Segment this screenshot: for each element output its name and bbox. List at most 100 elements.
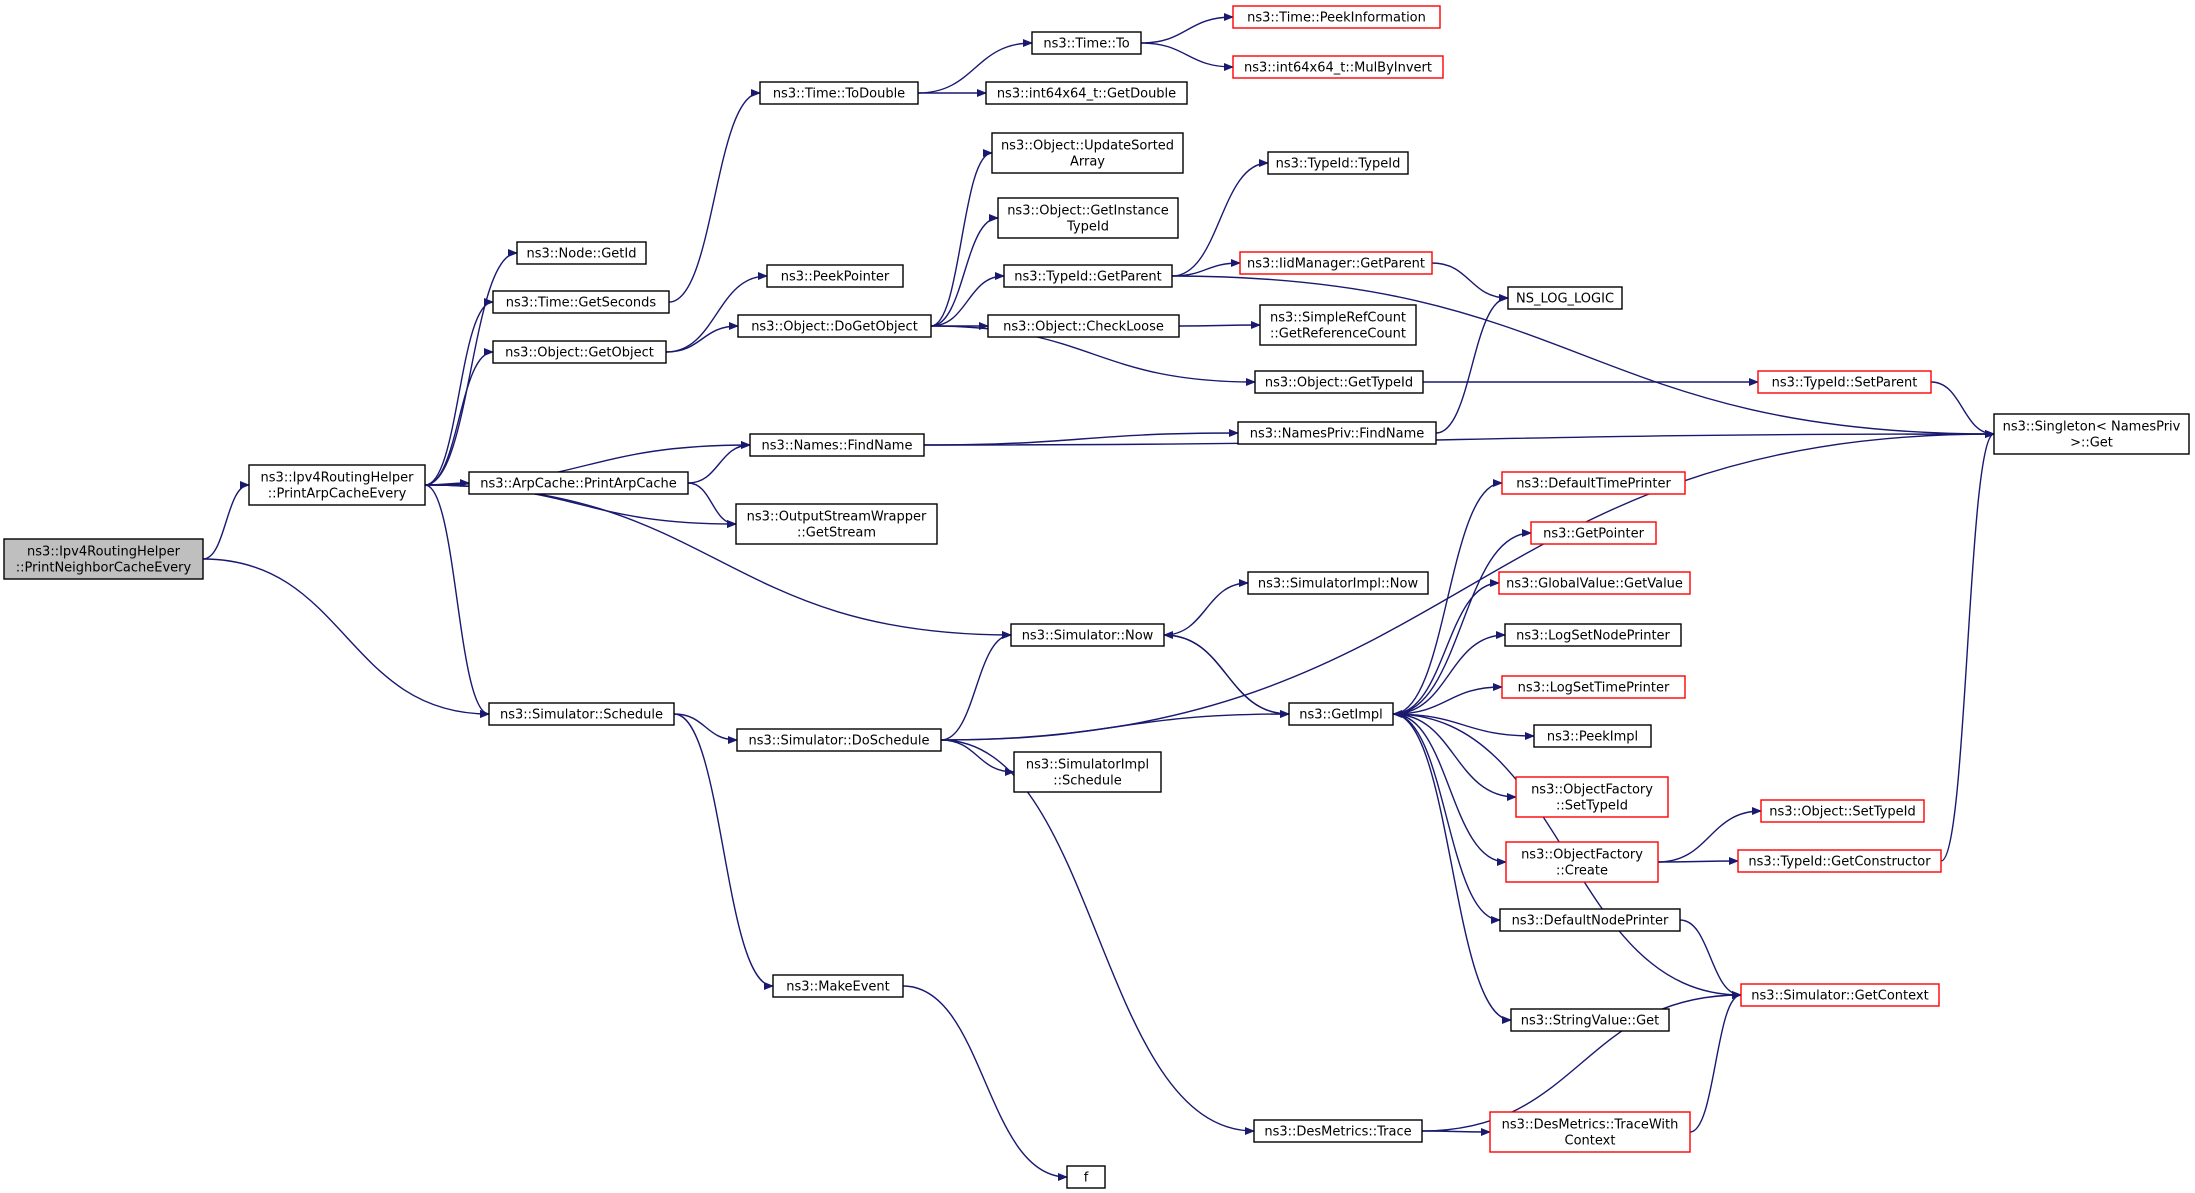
node-f[interactable]: f	[1066, 1165, 1106, 1189]
edge-line	[1435, 294, 1509, 434]
node-nslog[interactable]: NS_LOG_LOGIC	[1507, 286, 1623, 310]
node-ofcreate[interactable]: ns3::ObjectFactory::Create	[1505, 841, 1659, 883]
node-box	[248, 464, 426, 506]
node-simimplnow[interactable]: ns3::SimulatorImpl::Now	[1247, 571, 1429, 595]
node-box	[1993, 413, 2190, 455]
node-label: ns3::ObjectFactory	[1521, 848, 1643, 863]
node-doschedule[interactable]: ns3::Simulator::DoSchedule	[736, 728, 942, 752]
node-label: ns3::Time::PeekInformation	[1247, 11, 1426, 26]
node-layer: ns3::Ipv4RoutingHelper::PrintNeighborCac…	[3, 5, 2190, 1189]
node-box	[1239, 251, 1433, 275]
edge-tidparent-to-tidtid	[1171, 159, 1269, 277]
node-peekptr[interactable]: ns3::PeekPointer	[766, 264, 904, 288]
node-lognode[interactable]: ns3::LogSetNodePrinter	[1504, 623, 1682, 647]
edge-line	[917, 39, 1033, 94]
node-peekimpl[interactable]: ns3::PeekImpl	[1533, 724, 1652, 748]
edge-line	[902, 985, 1068, 1181]
node-box	[735, 503, 938, 545]
node-label: ns3::Simulator::DoSchedule	[748, 734, 929, 749]
edge-getimpl-to-defnode	[1392, 713, 1501, 924]
node-label: ns3::MakeEvent	[786, 980, 890, 995]
node-getpointer[interactable]: ns3::GetPointer	[1530, 521, 1657, 545]
node-dmtrace[interactable]: ns3::DesMetrics::Trace	[1253, 1119, 1423, 1143]
node-label: ns3::TypeId::TypeId	[1276, 157, 1401, 172]
node-todouble[interactable]: ns3::Time::ToDouble	[759, 81, 919, 105]
node-deftime[interactable]: ns3::DefaultTimePrinter	[1501, 471, 1686, 495]
node-defnode[interactable]: ns3::DefaultNodePrinter	[1499, 908, 1681, 932]
node-label: ns3::ObjectFactory	[1531, 783, 1653, 798]
node-box	[1232, 55, 1444, 79]
edge-line	[1392, 479, 1503, 715]
node-label: Array	[1070, 155, 1105, 170]
node-box	[772, 974, 904, 998]
edge-line	[1392, 631, 1506, 715]
node-box	[1031, 31, 1142, 55]
edge-line	[202, 558, 490, 718]
node-box	[749, 433, 925, 457]
node-label: ns3::Simulator::Schedule	[500, 708, 663, 723]
node-label: ns3::StringValue::Get	[1521, 1014, 1659, 1029]
edge-timeto-to-peekinfo	[1140, 13, 1234, 44]
node-gettypeid[interactable]: ns3::Object::GetTypeId	[1254, 370, 1424, 394]
node-getdouble[interactable]: ns3::int64x64_t::GetDouble	[985, 81, 1188, 105]
node-label: ns3::LogSetTimePrinter	[1518, 681, 1670, 696]
node-singleton[interactable]: ns3::Singleton< NamesPriv >::Get	[1993, 413, 2190, 455]
node-peekinfo[interactable]: ns3::Time::PeekInformation	[1232, 5, 1441, 29]
node-timeto[interactable]: ns3::Time::To	[1031, 31, 1142, 55]
node-dogetobj[interactable]: ns3::Object::DoGetObject	[737, 314, 932, 338]
node-osw[interactable]: ns3::OutputStreamWrapper::GetStream	[735, 503, 938, 545]
node-findname[interactable]: ns3::Names::FindName	[749, 433, 925, 457]
node-label: ns3::Simulator::GetContext	[1751, 989, 1928, 1004]
node-root[interactable]: ns3::Ipv4RoutingHelper::PrintNeighborCac…	[3, 538, 204, 580]
edge-line	[1163, 579, 1249, 636]
node-label: NS_LOG_LOGIC	[1516, 292, 1614, 307]
node-iidparent[interactable]: ns3::IidManager::GetParent	[1239, 251, 1433, 275]
edge-line	[673, 713, 774, 990]
edge-arp-to-osw	[687, 482, 737, 528]
edge-line	[665, 322, 739, 353]
node-label: ::SetTypeId	[1556, 799, 1628, 814]
edge-dogetobj-to-getinst	[930, 214, 999, 327]
node-tidtid[interactable]: ns3::TypeId::TypeId	[1267, 151, 1409, 175]
edge-line	[1392, 683, 1503, 715]
node-getsec[interactable]: ns3::Time::GetSeconds	[492, 290, 670, 314]
node-objsettid[interactable]: ns3::Object::SetTypeId	[1760, 799, 1925, 823]
edge-root-to-pace	[202, 481, 250, 560]
node-getid[interactable]: ns3::Node::GetId	[516, 241, 647, 265]
node-simgetctx[interactable]: ns3::Simulator::GetContext	[1740, 983, 1940, 1007]
node-npfind[interactable]: ns3::NamesPriv::FindName	[1237, 421, 1437, 445]
node-simnow[interactable]: ns3::Simulator::Now	[1010, 623, 1165, 647]
node-checkloose[interactable]: ns3::Object::CheckLoose	[987, 314, 1180, 338]
node-simplerc[interactable]: ns3::SimpleRefCount::GetReferenceCount	[1259, 304, 1417, 346]
node-label: ns3::GetPointer	[1543, 527, 1644, 542]
node-getobj[interactable]: ns3::Object::GetObject	[492, 340, 667, 364]
node-label: ::Schedule	[1053, 774, 1122, 789]
node-simimplsched[interactable]: ns3::SimulatorImpl::Schedule	[1013, 751, 1162, 793]
edge-getimpl-to-ofcreate	[1392, 713, 1507, 866]
node-box	[1259, 304, 1417, 346]
node-label: ::GetStream	[797, 526, 876, 541]
node-tidgetctor[interactable]: ns3::TypeId::GetConstructor	[1737, 849, 1942, 873]
node-ofsettid[interactable]: ns3::ObjectFactory::SetTypeId	[1515, 776, 1669, 818]
edge-line	[1392, 713, 1507, 866]
node-tidparent[interactable]: ns3::TypeId::GetParent	[1003, 264, 1173, 288]
node-makeevent[interactable]: ns3::MakeEvent	[772, 974, 904, 998]
node-pace[interactable]: ns3::Ipv4RoutingHelper::PrintArpCacheEve…	[248, 464, 426, 506]
node-tidsetparent[interactable]: ns3::TypeId::SetParent	[1757, 370, 1932, 394]
edge-getimpl-to-deftime	[1392, 479, 1503, 715]
node-label: ns3::SimpleRefCount	[1270, 311, 1406, 326]
node-svget[interactable]: ns3::StringValue::Get	[1510, 1008, 1670, 1032]
node-getimpl[interactable]: ns3::GetImpl	[1288, 702, 1394, 726]
node-mulbyinv[interactable]: ns3::int64x64_t::MulByInvert	[1232, 55, 1444, 79]
node-arp[interactable]: ns3::ArpCache::PrintArpCache	[468, 471, 689, 495]
node-box	[985, 81, 1188, 105]
node-logtime[interactable]: ns3::LogSetTimePrinter	[1501, 675, 1686, 699]
edge-tidparent-to-singleton	[1171, 275, 1995, 438]
node-gvget[interactable]: ns3::GlobalValue::GetValue	[1498, 571, 1691, 595]
node-label: ns3::TypeId::GetParent	[1014, 270, 1162, 285]
node-box	[1232, 5, 1441, 29]
node-sched[interactable]: ns3::Simulator::Schedule	[488, 702, 675, 726]
